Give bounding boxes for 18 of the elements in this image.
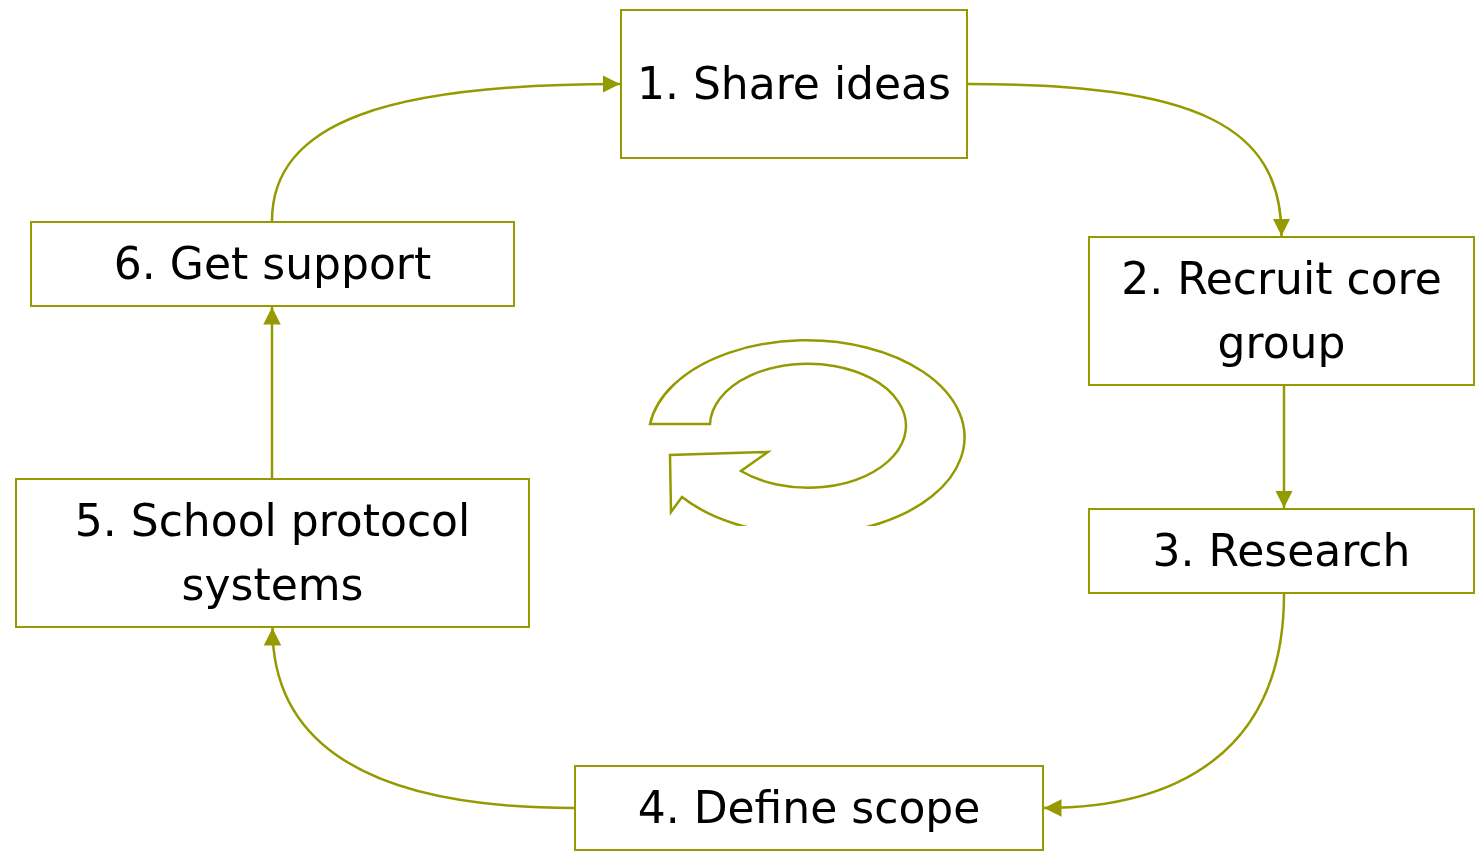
step-label: 2. Recruit core group (1120, 252, 1443, 370)
arrow (1043, 593, 1286, 817)
step-label: 5. School protocol systems (73, 494, 472, 612)
step-label: 1. Share ideas (636, 57, 951, 112)
step-label: 4. Define scope (637, 781, 981, 836)
step-box (1088, 236, 1475, 386)
arrow (270, 75, 620, 222)
step-box (1088, 508, 1475, 594)
arrow (967, 82, 1290, 237)
step-box (620, 9, 968, 159)
step-box (15, 478, 530, 628)
step-box (574, 765, 1044, 851)
arrow (264, 627, 575, 810)
arrow (263, 307, 281, 478)
arrow (1275, 386, 1293, 508)
step-label: 6. Get support (113, 237, 432, 292)
step-label: 3. Research (1152, 524, 1411, 579)
step-box (30, 221, 515, 307)
